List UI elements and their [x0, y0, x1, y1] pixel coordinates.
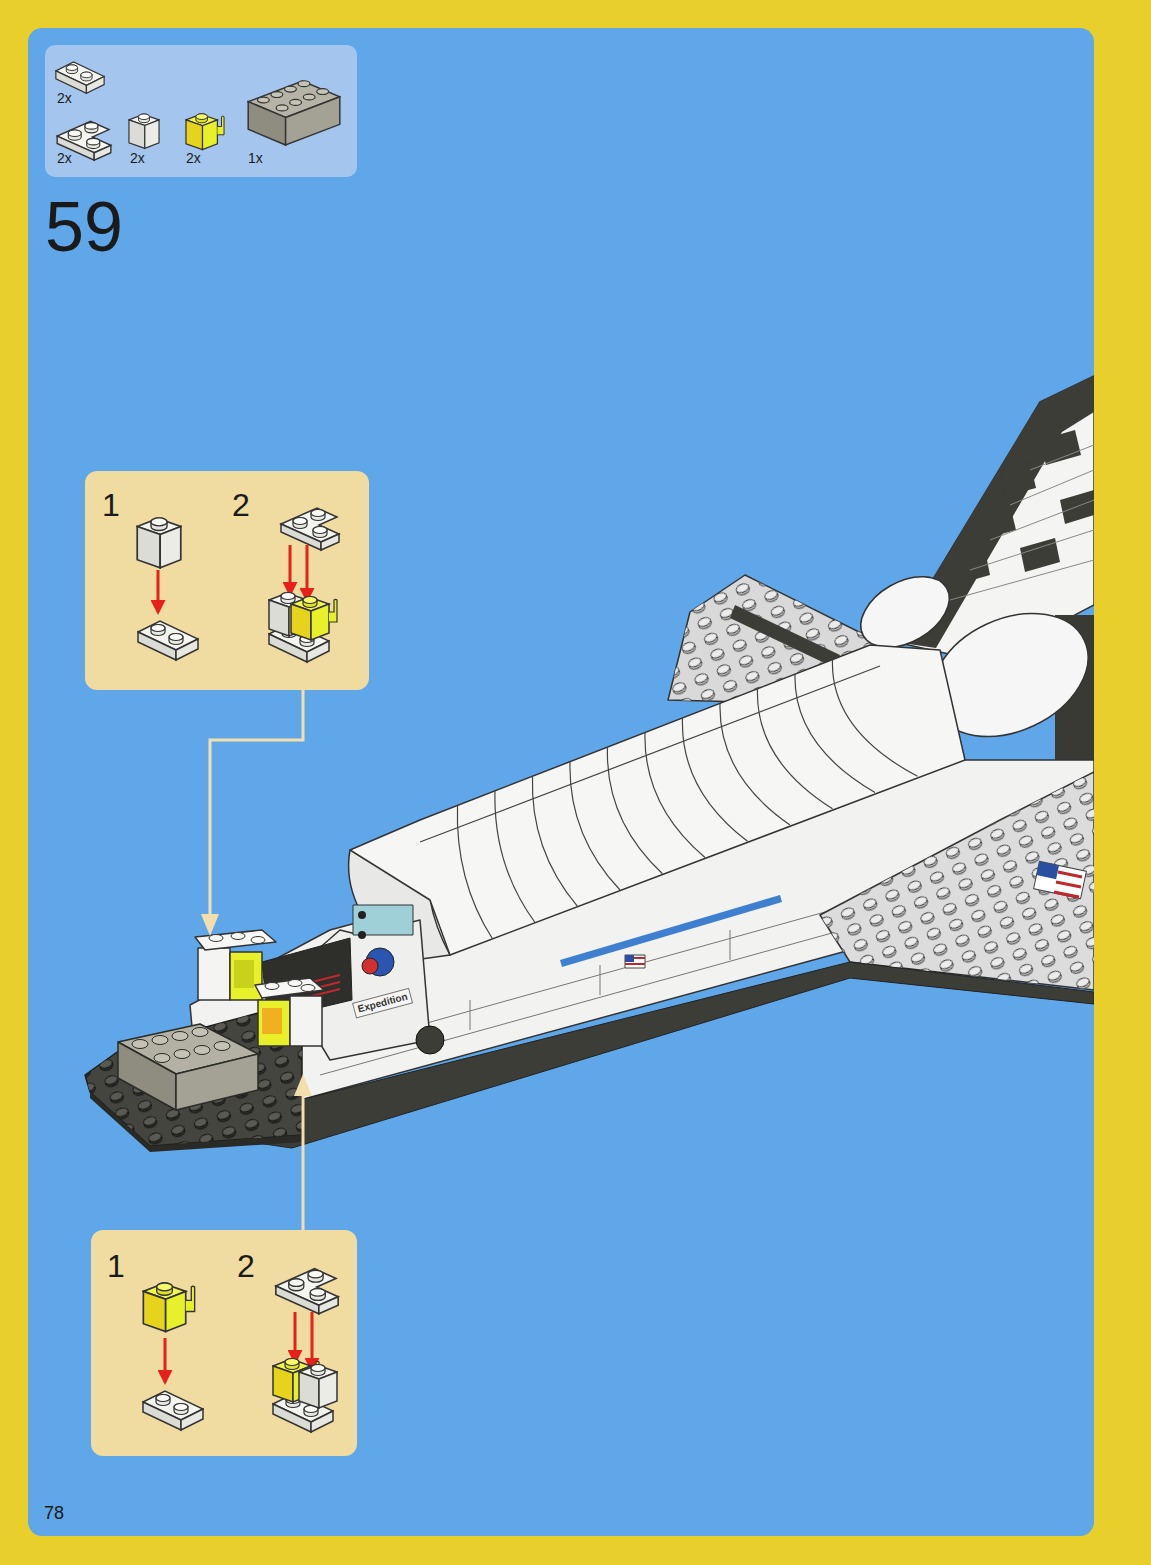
part-count: 2x	[57, 91, 72, 105]
sub-step-number: 2	[232, 489, 250, 521]
step-number: 59	[45, 192, 123, 262]
sub-step-number: 2	[237, 1250, 255, 1282]
callout-leader	[201, 690, 312, 1230]
parts-list-panel: 2x 2x 2x 2x 1x	[45, 45, 357, 177]
part-count: 2x	[130, 151, 145, 165]
sub-step-number: 1	[107, 1250, 125, 1282]
callout-box: 12	[85, 471, 369, 690]
part-count: 1x	[248, 151, 263, 165]
space-shuttle	[85, 376, 1094, 1152]
sticker-text: Expedition	[352, 988, 413, 1019]
part-count: 2x	[57, 151, 72, 165]
part-count: 2x	[186, 151, 201, 165]
parts-list-icons	[56, 62, 340, 160]
callout-parts	[143, 1269, 338, 1432]
callout-box: 12	[91, 1230, 357, 1456]
sub-step-number: 1	[102, 489, 120, 521]
blue-panel	[28, 28, 1094, 1536]
page-number: 78	[44, 1504, 64, 1522]
callout-parts	[137, 508, 339, 662]
